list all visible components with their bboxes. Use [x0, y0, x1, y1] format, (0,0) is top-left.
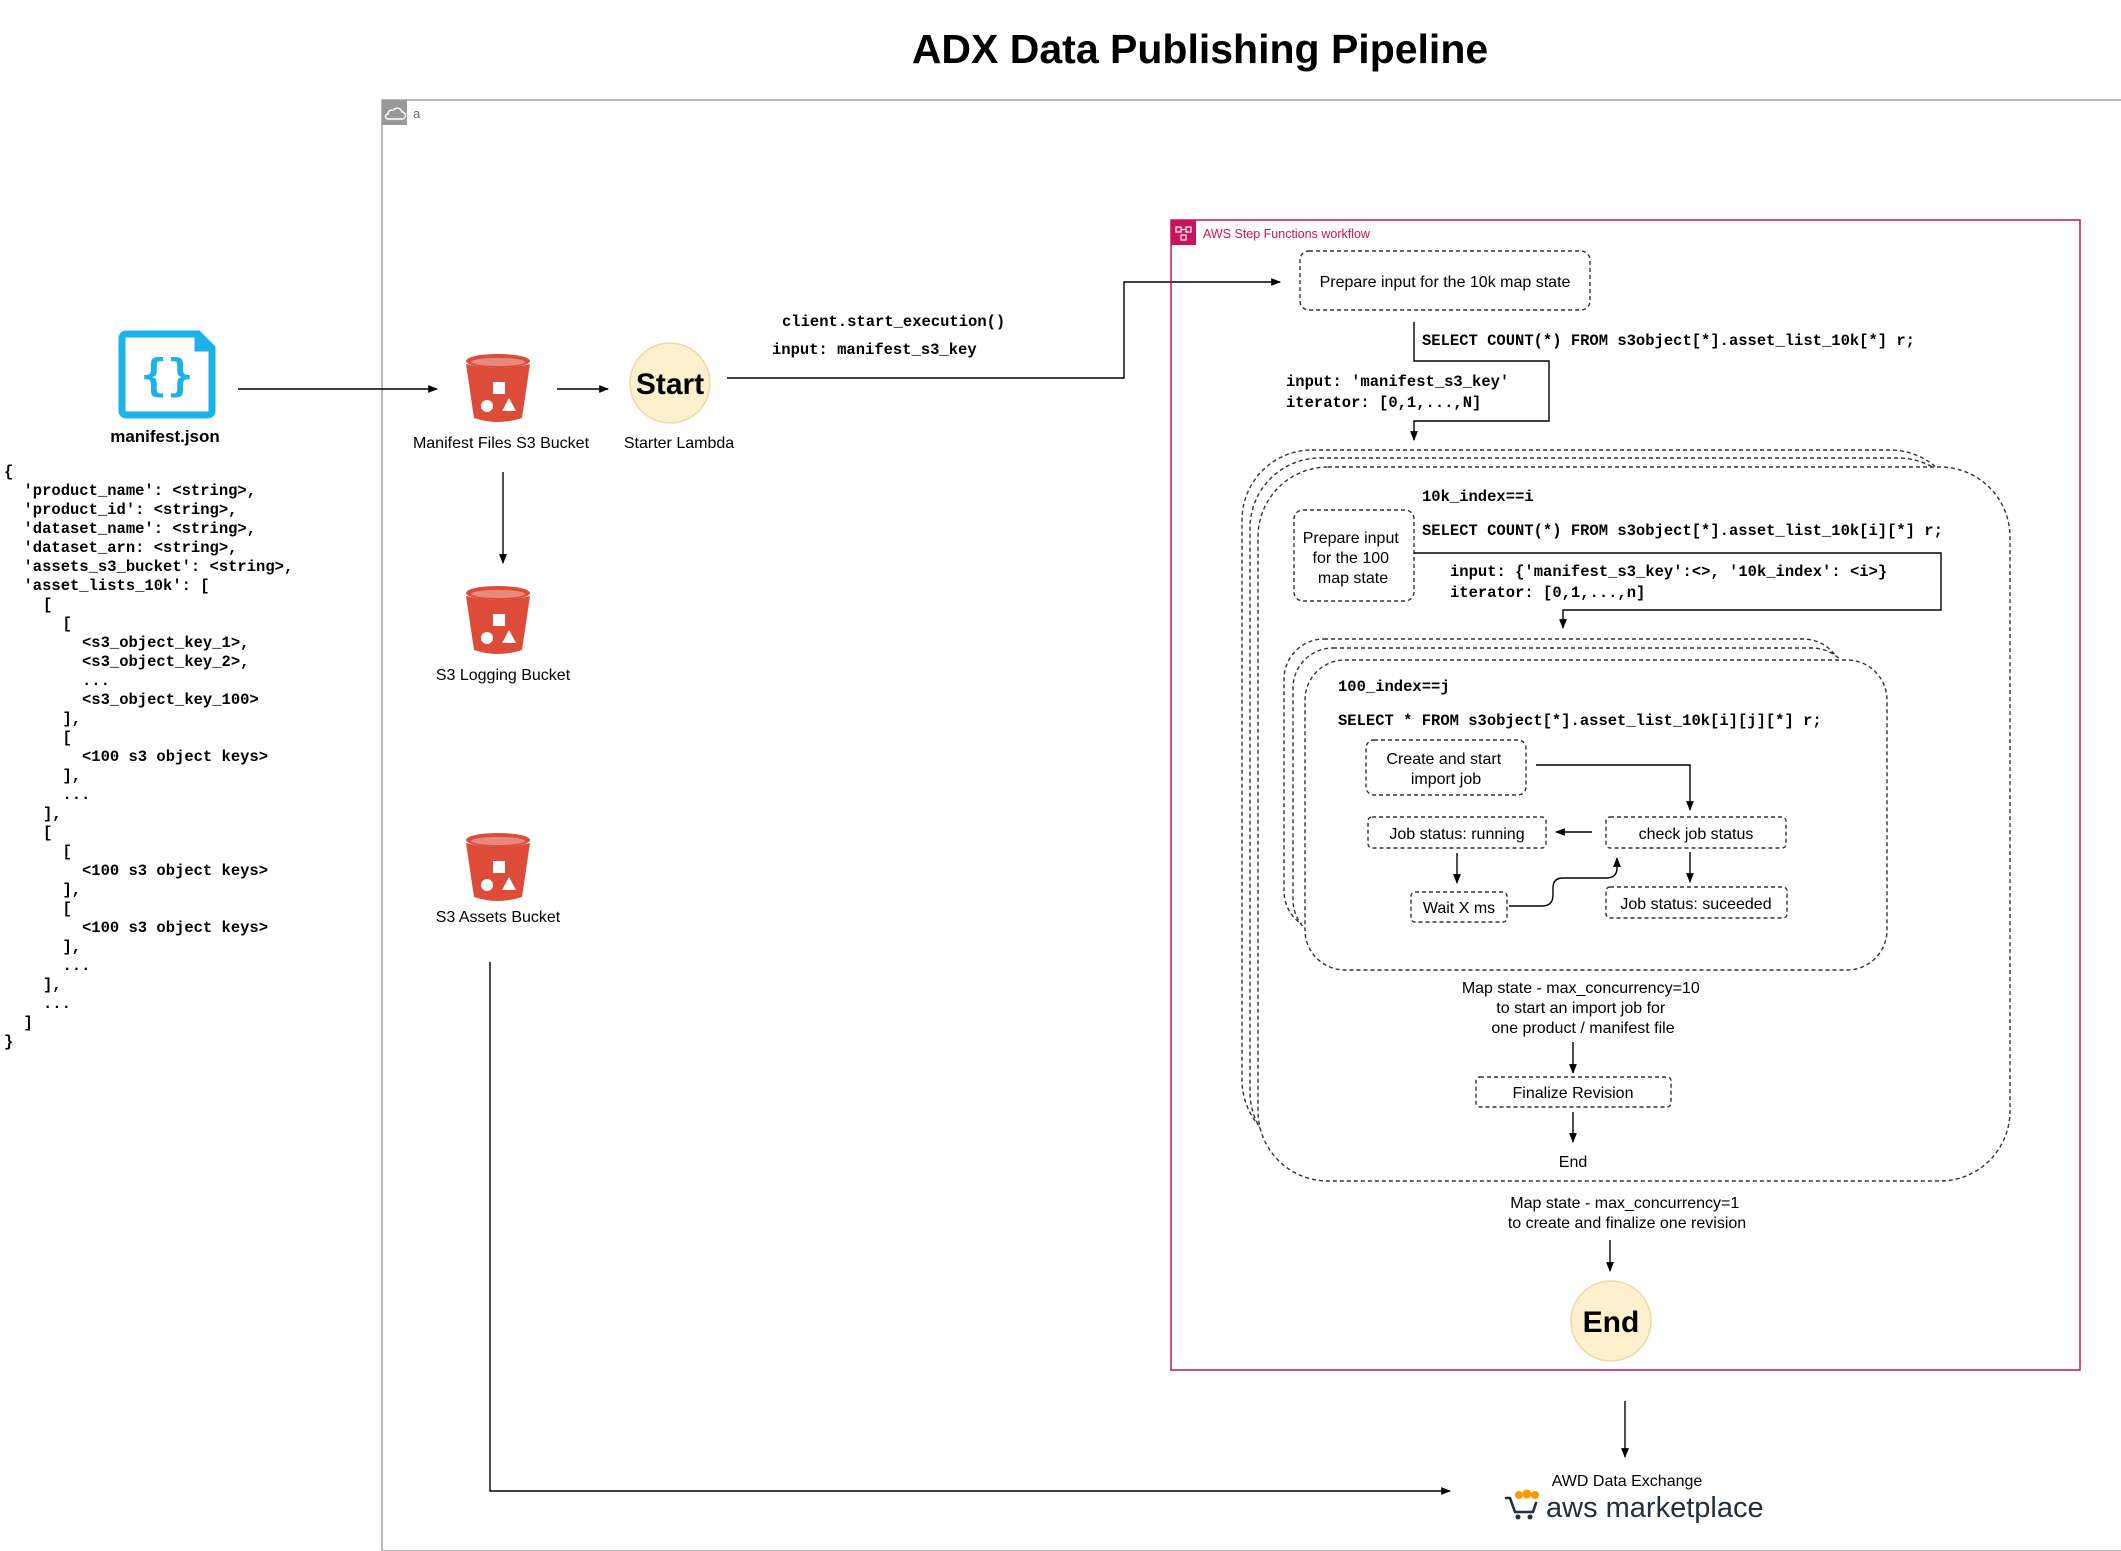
manifest-code-line: ], [43, 976, 62, 994]
manifest-code-line: ], [63, 767, 82, 785]
inner-map-caption: Map state - max_concurrency=10 to start … [1462, 980, 1704, 1037]
logging-bucket-label: S3 Logging Bucket [436, 667, 571, 684]
svg-text:{}: {} [141, 350, 194, 401]
manifest-code-line: ... [43, 995, 71, 1013]
prepare-100-label: Prepare input for the 100 map state [1303, 530, 1404, 587]
check-status-state [1605, 816, 1787, 849]
finalize-state [1475, 1076, 1672, 1108]
arrow-wait-to-check [1509, 857, 1621, 907]
manifest-code-line: ] [24, 1014, 33, 1032]
job-running-state [1367, 816, 1547, 849]
manifest-code-line: 'assets_s3_bucket': <string>, [24, 558, 294, 576]
manifest-code-line: <s3_object_key_2>, [82, 653, 249, 671]
sql-count-10k: SELECT COUNT(*) FROM s3object[*].asset_l… [1422, 332, 1915, 350]
outer-map-input-line1: input: {'manifest_s3_key':<>, '10k_index… [1450, 563, 1887, 581]
outer-map-input-line2: iterator: [0,1,...,n] [1450, 584, 1645, 602]
check-status-label: check job status [1639, 826, 1754, 843]
manifest-code-line: [ [63, 900, 72, 918]
page-title: ADX Data Publishing Pipeline [912, 26, 1488, 72]
arrow-prepare100-to-inner-map [1414, 552, 1942, 629]
manifest-code-line: ... [63, 957, 91, 975]
prepare-10k-state [1299, 250, 1591, 311]
outer-map-index: 10k_index==i [1422, 488, 1534, 506]
manifest-code-line: <100 s3 object keys> [82, 919, 268, 937]
wait-label: Wait X ms [1423, 900, 1495, 917]
cloud-group-border [381, 99, 2121, 1551]
finalize-label: Finalize Revision [1513, 1085, 1634, 1102]
outer-map-caption: Map state - max_concurrency=1 to create … [1508, 1195, 1746, 1232]
job-running-label: Job status: running [1389, 826, 1524, 843]
cloud-group-label: a [413, 106, 421, 121]
sql-select: SELECT * FROM s3object[*].asset_list_10k… [1338, 712, 1822, 730]
manifest-code-line: 'product_name': <string>, [24, 482, 257, 500]
aws-marketplace-cart-icon [1504, 1489, 1539, 1520]
manifest-code-line: [ [63, 615, 72, 633]
step-functions-label: AWS Step Functions workflow [1203, 227, 1371, 241]
manifest-code-line: ], [63, 881, 82, 899]
manifest-code-line: [ [43, 824, 52, 842]
manifest-code-line: 'dataset_arn: <string>, [24, 539, 238, 557]
outer-input-line1: input: 'manifest_s3_key' [1286, 373, 1509, 391]
manifest-code: { 'product_name': <string>,'product_id': … [4, 463, 293, 1051]
manifest-code-line: ], [63, 710, 82, 728]
manifest-code-line: } [4, 1033, 13, 1051]
arrow-create-to-check [1536, 764, 1694, 811]
manifest-code-line: ], [43, 805, 62, 823]
create-job-label: Create and start import job [1386, 751, 1505, 788]
wait-state [1410, 891, 1508, 923]
manifest-label: manifest.json [110, 427, 220, 446]
arrow-prepare10k-to-outer-map [1410, 322, 1550, 441]
start-call-line2: input: manifest_s3_key [772, 341, 977, 359]
manifest-code-line: ... [82, 672, 110, 690]
manifest-code-line: <100 s3 object keys> [82, 748, 268, 766]
cloud-icon [382, 100, 407, 125]
inner-map-index: 100_index==j [1338, 678, 1450, 696]
start-circle [629, 342, 711, 424]
outer-map-end-label: End [1559, 1154, 1587, 1171]
manifest-code-line: ... [63, 786, 91, 804]
end-circle-label: End [1583, 1306, 1640, 1339]
outer-input-line2: iterator: [0,1,...,N] [1286, 394, 1481, 412]
manifest-code-line: [ [63, 729, 72, 747]
manifest-code-line: <100 s3 object keys> [82, 862, 268, 880]
start-circle-label: Start [636, 368, 704, 401]
job-succeeded-label: Job status: suceeded [1620, 896, 1771, 913]
step-functions-group [1170, 219, 2081, 1371]
aws-marketplace-logo-text: aws marketplace [1546, 1492, 1764, 1524]
prepare-10k-label: Prepare input for the 10k map state [1320, 274, 1571, 291]
manifest-code-line: 'asset_lists_10k': [ [24, 577, 210, 595]
sql-count-100: SELECT COUNT(*) FROM s3object[*].asset_l… [1422, 522, 1943, 540]
logging-bucket-icon [466, 586, 530, 654]
manifest-code-line: ], [63, 938, 82, 956]
create-job-state [1365, 739, 1527, 796]
assets-bucket-icon [466, 833, 530, 901]
step-functions-icon [1171, 220, 1196, 245]
manifest-code-line: 'dataset_name': <string>, [24, 520, 257, 538]
starter-lambda-label: Starter Lambda [624, 435, 734, 452]
prepare-100-state [1293, 509, 1415, 602]
arrow-starter-to-workflow [727, 278, 1281, 379]
start-call-line1: client.start_execution() [782, 313, 1005, 331]
assets-bucket-label: S3 Assets Bucket [436, 909, 561, 926]
manifest-bucket-icon [466, 354, 530, 422]
manifest-bucket-label: Manifest Files S3 Bucket [413, 435, 590, 452]
exchange-label: AWD Data Exchange [1552, 1473, 1703, 1490]
manifest-code-line: { [4, 463, 13, 481]
manifest-code-line: <s3_object_key_1>, [82, 634, 249, 652]
manifest-code-line: [ [63, 843, 72, 861]
manifest-code-line: <s3_object_key_100> [82, 691, 259, 709]
manifest-code-line: 'product_id': <string>, [24, 501, 238, 519]
manifest-code-line: [ [43, 596, 52, 614]
job-succeeded-state [1605, 886, 1788, 919]
arrow-assets-to-exchange [489, 962, 1451, 1495]
end-circle [1570, 1280, 1652, 1362]
inner-map-frame [1304, 659, 1888, 971]
json-file-icon: {} [118, 330, 216, 419]
